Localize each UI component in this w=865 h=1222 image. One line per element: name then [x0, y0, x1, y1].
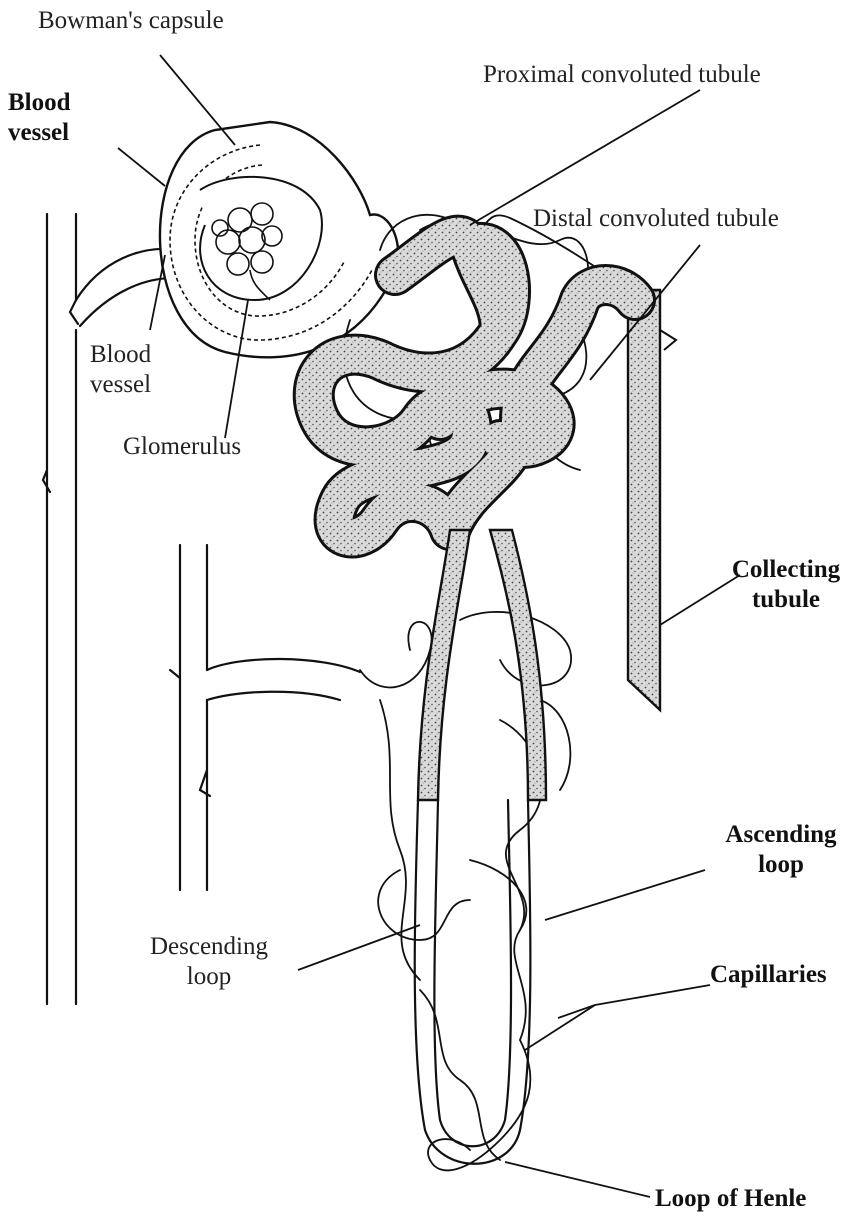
blood-vessel-artery	[43, 214, 78, 1004]
loop-limbs-thick	[418, 530, 546, 800]
collecting-tubule-shape	[628, 290, 676, 710]
bowmans-capsule-shape	[160, 122, 398, 357]
loop-of-henle-shape	[415, 800, 531, 1164]
label-distal-convoluted-tubule: Distal convoluted tubule	[533, 204, 779, 234]
label-ascending-loop: Ascending loop	[706, 820, 856, 880]
label-descending-loop: Descending loop	[124, 932, 294, 992]
label-blood-vessel-lower: Blood vessel	[90, 340, 151, 400]
label-collecting-tubule: Collecting tubule	[716, 555, 856, 615]
label-blood-vessel-lower-line2: vessel	[90, 370, 151, 400]
label-loop-of-henle: Loop of Henle	[655, 1184, 806, 1214]
label-descending-loop-line2: loop	[124, 962, 294, 992]
label-collecting-tubule-line1: Collecting	[716, 555, 856, 585]
label-blood-vessel-top-line2: vessel	[8, 118, 71, 148]
blood-vessel-vein	[170, 545, 360, 890]
label-proximal-convoluted-tubule: Proximal convoluted tubule	[483, 60, 761, 90]
label-ascending-loop-line1: Ascending	[706, 820, 856, 850]
label-descending-loop-line1: Descending	[124, 932, 294, 962]
label-capillaries: Capillaries	[710, 960, 827, 990]
label-bowmans-capsule: Bowman's capsule	[38, 6, 224, 36]
label-glomerulus: Glomerulus	[123, 432, 241, 462]
label-blood-vessel-lower-line1: Blood	[90, 340, 151, 370]
label-ascending-loop-line2: loop	[706, 850, 856, 880]
label-blood-vessel-top-line1: Blood	[8, 88, 71, 118]
label-collecting-tubule-line2: tubule	[716, 585, 856, 615]
label-blood-vessel-top: Blood vessel	[8, 88, 71, 148]
